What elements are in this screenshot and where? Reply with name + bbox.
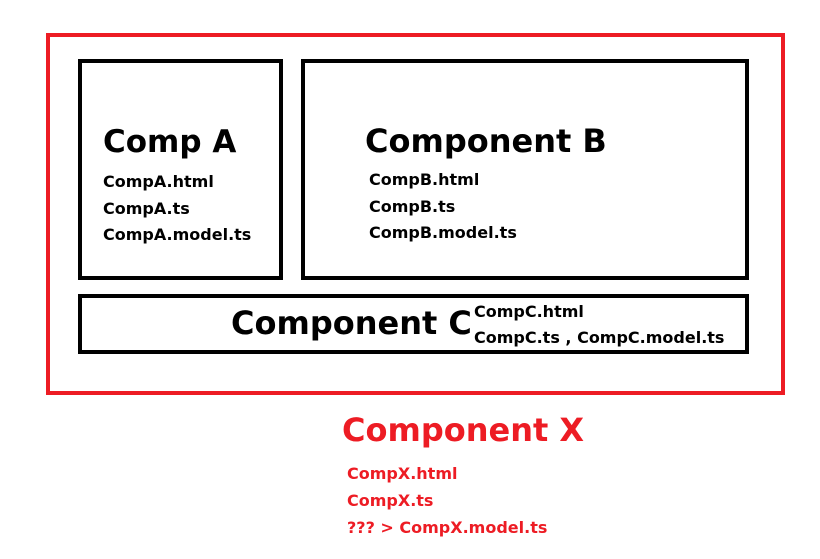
component-b-title: Component B [365, 122, 607, 160]
component-c-box [78, 294, 749, 354]
component-x-container [46, 33, 785, 395]
component-b-file-model: CompB.model.ts [369, 223, 517, 242]
component-a-file-ts: CompA.ts [103, 199, 190, 218]
component-x-title: Component X [342, 411, 585, 449]
component-b-file-html: CompB.html [369, 170, 480, 189]
component-a-file-model: CompA.model.ts [103, 225, 252, 244]
component-c-file-ts-model: CompC.ts , CompC.model.ts [474, 328, 725, 347]
component-c-title: Component C [231, 304, 472, 342]
component-a-file-html: CompA.html [103, 172, 214, 191]
component-c-file-html: CompC.html [474, 302, 584, 321]
component-b-box [301, 59, 749, 280]
component-x-file-model: ??? > CompX.model.ts [347, 518, 548, 537]
component-x-file-html: CompX.html [347, 464, 458, 483]
component-a-box [78, 59, 283, 280]
component-a-title: Comp A [103, 124, 237, 160]
component-x-file-ts: CompX.ts [347, 491, 434, 510]
component-b-file-ts: CompB.ts [369, 197, 456, 216]
